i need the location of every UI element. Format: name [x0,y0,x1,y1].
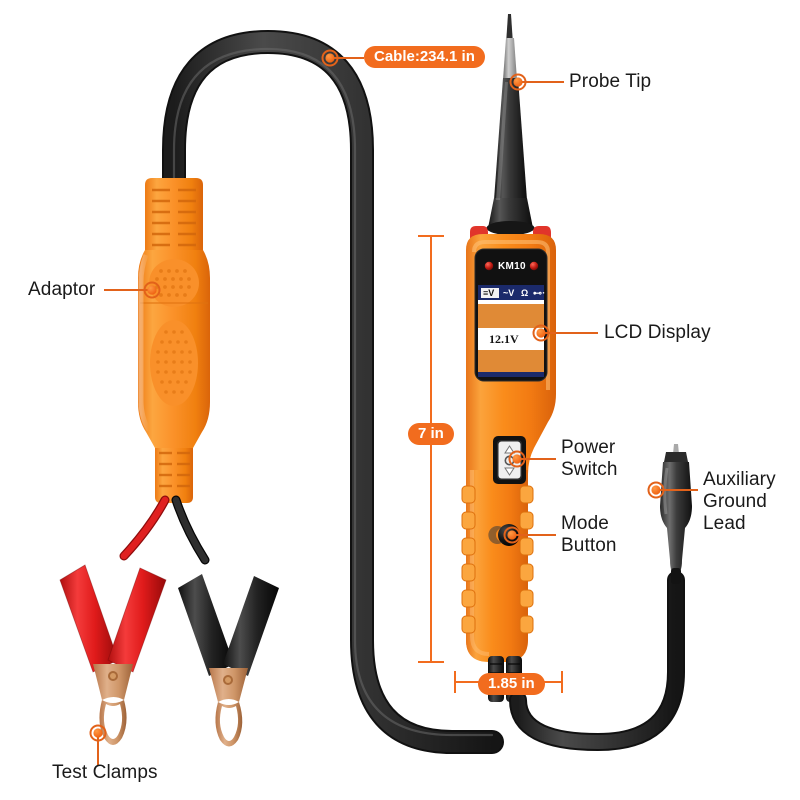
test-clamp-red [59,564,167,745]
main-cable [162,29,504,754]
lcd-mode-ac-voltage[interactable]: ~V [503,288,515,298]
dimension-width-label: 1.85 in [478,673,545,695]
callout-lcd-display: LCD Display [604,322,711,343]
callout-power-switch-line2: Switch [561,459,618,480]
adaptor-housing [138,178,210,503]
test-clamp-black [178,574,279,747]
aux-ground-clip [660,444,692,584]
callout-cable-length: Cable:234.1 in [364,46,485,68]
callout-leaders [89,49,698,766]
aux-ground-cable [509,571,685,752]
clamp-leads [119,495,210,565]
callout-dots [93,53,661,738]
callout-aux-ground-line2: Ground [703,491,767,512]
callout-probe-tip: Probe Tip [569,71,652,92]
lcd-mode-continuity-diode[interactable]: ⊷· [533,288,545,298]
callout-test-clamps: Test Clamps [52,762,158,783]
probe-tip [486,14,535,235]
led-right [529,261,539,271]
lcd-mode-resistance[interactable]: Ω [521,288,529,298]
dimension-height-line [418,235,444,663]
device-model-label: KM10 [498,261,526,272]
dimension-height-label: 7 in [408,423,454,445]
lcd-voltage-reading: 12.1V [489,332,519,346]
callout-mode-button-line1: Mode [561,513,609,534]
callout-mode-button-line2: Button [561,535,617,556]
callout-adaptor: Adaptor [28,279,96,300]
callout-aux-ground-line1: Auxiliary [703,469,776,490]
device-body [461,226,556,702]
callout-power-switch-line1: Power [561,437,616,458]
callout-aux-ground-line3: Lead [703,513,746,534]
lcd-mode-dc-voltage[interactable]: ≡V [482,288,496,298]
led-left [484,261,494,271]
